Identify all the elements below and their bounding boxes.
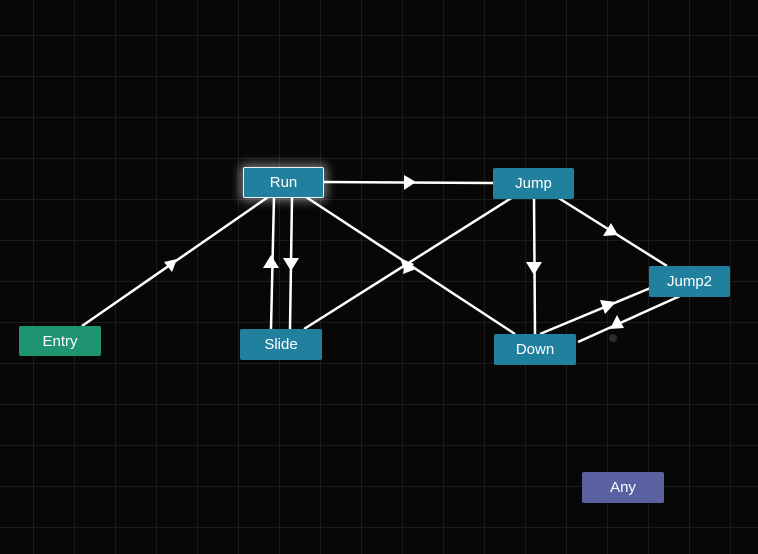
transition-entry-to-run[interactable] — [81, 193, 272, 328]
state-node-jump2[interactable]: Jump2 — [649, 266, 730, 297]
transition-arrow-icon — [283, 258, 299, 271]
canvas-anchor-dot — [609, 334, 617, 342]
state-node-run[interactable]: Run — [243, 167, 324, 198]
transition-run-to-jump[interactable] — [323, 175, 494, 190]
transition-run-to-slide[interactable] — [283, 196, 299, 330]
state-node-any[interactable]: Any — [582, 472, 664, 503]
transition-arrow-icon — [263, 255, 279, 268]
transition-arrow-icon — [610, 315, 624, 329]
transition-arrow-icon — [403, 262, 416, 274]
state-node-jump[interactable]: Jump — [493, 168, 574, 199]
transition-slide-to-run[interactable] — [263, 196, 279, 330]
transition-arrow-icon — [404, 175, 416, 190]
state-node-down[interactable]: Down — [494, 334, 576, 365]
transition-jump-to-jump2[interactable] — [556, 195, 668, 268]
transition-jump-to-down[interactable] — [526, 196, 542, 335]
transition-down-to-jump2[interactable] — [539, 282, 661, 336]
transition-arrow-icon — [600, 300, 616, 314]
state-node-slide[interactable]: Slide — [240, 329, 322, 360]
transition-arrow-icon — [164, 259, 177, 272]
transition-slide-to-jump[interactable] — [303, 195, 514, 331]
state-node-entry[interactable]: Entry — [19, 326, 101, 356]
transition-arrow-icon — [526, 262, 542, 275]
transition-arrow-icon — [603, 223, 618, 236]
transition-jump2-to-down[interactable] — [577, 294, 681, 344]
